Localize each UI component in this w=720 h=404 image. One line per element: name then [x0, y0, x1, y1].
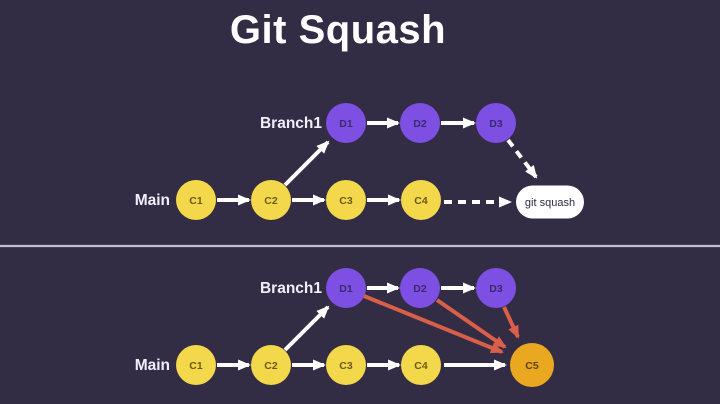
commit-label: C3 — [339, 195, 353, 207]
arrow-D3-to-git squash — [506, 138, 538, 179]
squash-arrow-D1-to-C5 — [363, 294, 504, 354]
commit-node-D3: D3 — [476, 103, 516, 143]
branch-commit-circle — [326, 268, 366, 308]
main-commit-circle — [326, 345, 366, 385]
commit-label: D2 — [413, 118, 427, 130]
git-squash-pill: git squash — [516, 185, 584, 219]
branch-commit-circle — [476, 268, 516, 308]
branch-commit-circle — [476, 103, 516, 143]
main-commit-circle — [251, 345, 291, 385]
commit-node-C2: C2 — [251, 345, 291, 385]
commit-node-C4: C4 — [401, 180, 441, 220]
commit-label: C2 — [264, 360, 278, 372]
commit-node-C1: C1 — [176, 345, 216, 385]
commit-label: C1 — [189, 360, 203, 372]
main-commit-circle — [401, 180, 441, 220]
commit-node-D3: D3 — [476, 268, 516, 308]
branch-row-label: Branch1 — [260, 115, 322, 132]
commit-label: C1 — [189, 195, 203, 207]
main-commit-circle — [401, 345, 441, 385]
commit-node-C5: C5 — [510, 343, 554, 387]
commit-node-C3: C3 — [326, 180, 366, 220]
commit-label: C4 — [414, 360, 428, 372]
branch-commit-circle — [400, 268, 440, 308]
commit-label: C5 — [525, 360, 539, 372]
branch-commit-circle — [326, 103, 366, 143]
commit-node-C3: C3 — [326, 345, 366, 385]
commit-node-C4: C4 — [401, 345, 441, 385]
commit-node-C1: C1 — [176, 180, 216, 220]
commit-label: C2 — [264, 195, 278, 207]
arrow-C2-to-D1 — [283, 305, 330, 352]
pill-background — [516, 185, 584, 219]
main-commit-circle — [326, 180, 366, 220]
commit-node-C2: C2 — [251, 180, 291, 220]
main-row-label: Main — [135, 192, 170, 209]
pill-label: git squash — [525, 197, 575, 209]
commit-label: C4 — [414, 195, 428, 207]
commit-node-D1: D1 — [326, 268, 366, 308]
commit-label: D3 — [489, 118, 503, 130]
arrow-C2-to-D1 — [283, 140, 330, 187]
commit-label: D2 — [413, 283, 427, 295]
commit-node-D2: D2 — [400, 268, 440, 308]
commit-node-D2: D2 — [400, 103, 440, 143]
main-commit-circle — [176, 345, 216, 385]
main-commit-circle — [251, 180, 291, 220]
squash-arrow-D3-to-C5 — [502, 306, 520, 339]
main-row-label: Main — [135, 357, 170, 374]
commit-label: C3 — [339, 360, 353, 372]
branch-row-label: Branch1 — [260, 280, 322, 297]
commit-label: D1 — [339, 283, 353, 295]
commit-node-D1: D1 — [326, 103, 366, 143]
squash-arrow-D2-to-C5 — [435, 298, 507, 349]
page-title: Git Squash — [229, 8, 447, 52]
branch-commit-circle — [400, 103, 440, 143]
squash-commit-circle — [510, 343, 554, 387]
main-commit-circle — [176, 180, 216, 220]
commit-label: D3 — [489, 283, 503, 295]
commit-label: D1 — [339, 118, 353, 130]
